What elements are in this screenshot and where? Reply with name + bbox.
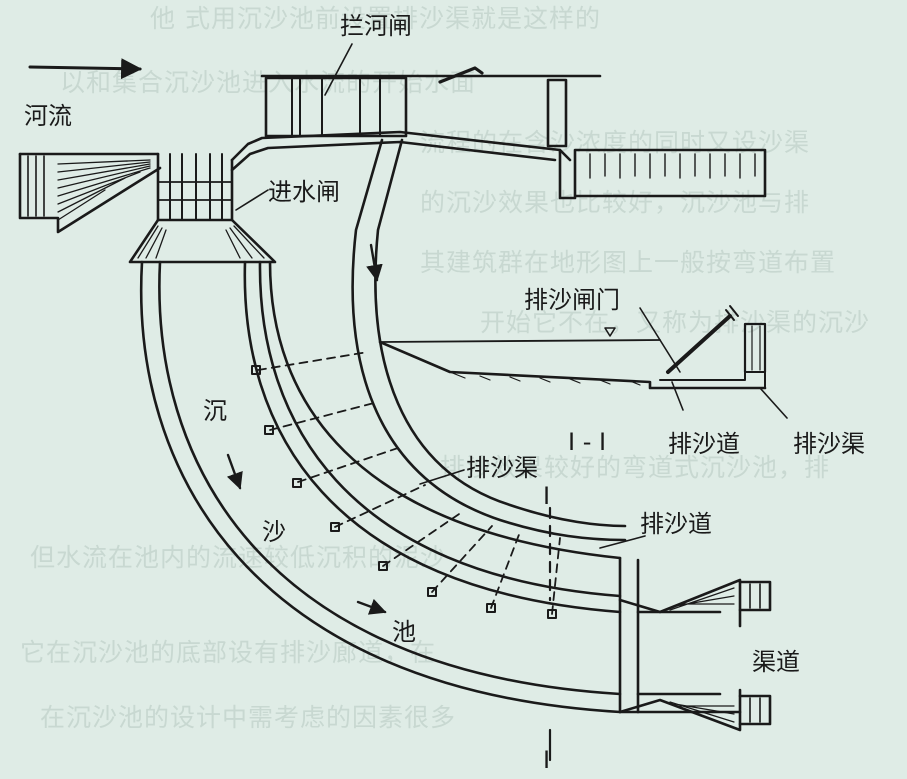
label-basin-char-1: 沉	[203, 397, 227, 425]
settling-basin	[139, 260, 742, 714]
river-flow-arrow	[28, 58, 143, 80]
basin-flow-arrow-1	[226, 453, 243, 490]
leader-lines	[235, 43, 788, 549]
label-flush-passage-section: 排沙道	[668, 430, 740, 458]
section-inset	[378, 305, 767, 390]
label-barrage: 拦河闸	[340, 12, 412, 40]
label-section-mark-top: I	[543, 482, 551, 510]
label-river: 河流	[24, 102, 72, 130]
label-intake-gate: 进水闸	[268, 178, 340, 206]
label-canal: 渠道	[752, 648, 800, 676]
background-text-line: 开始它不在，又称为排沙渠的沉沙	[480, 308, 871, 337]
label-section-caption: I - I	[568, 428, 607, 456]
flushing-channel	[351, 138, 627, 542]
label-basin-char-2: 沙	[262, 518, 286, 546]
label-flush-gate: 排沙闸门	[524, 286, 620, 314]
background-text-line: 在沉沙池的设计中需考虑的因素很多	[40, 703, 457, 732]
background-text-line: 的沉沙效果也比较好，沉沙池与排	[420, 188, 811, 217]
background-text-line: 他 式用沉沙池前设置排沙渠就是这样的	[150, 4, 601, 33]
label-flush-channel-section: 排沙渠	[793, 430, 865, 458]
background-text-line: 排沙效果较好的弯道式沉沙池，排	[440, 453, 831, 482]
lateral-flushing-passages	[257, 351, 561, 615]
barrage-structure	[230, 66, 767, 200]
label-flush-passage: 排沙道	[640, 510, 712, 538]
background-text-line: 其建筑群在地形图上一般按弯道布置	[420, 248, 837, 277]
label-flush-channel: 排沙渠	[466, 454, 538, 482]
label-section-mark-bottom: I	[543, 746, 551, 774]
intake-gate-structure	[128, 152, 277, 264]
basin-flow-arrow-2	[356, 598, 387, 615]
canal-outlet	[618, 578, 772, 732]
left-river-bank	[18, 152, 162, 234]
passage-inlets	[251, 365, 557, 619]
label-basin-char-3: 池	[392, 618, 416, 646]
